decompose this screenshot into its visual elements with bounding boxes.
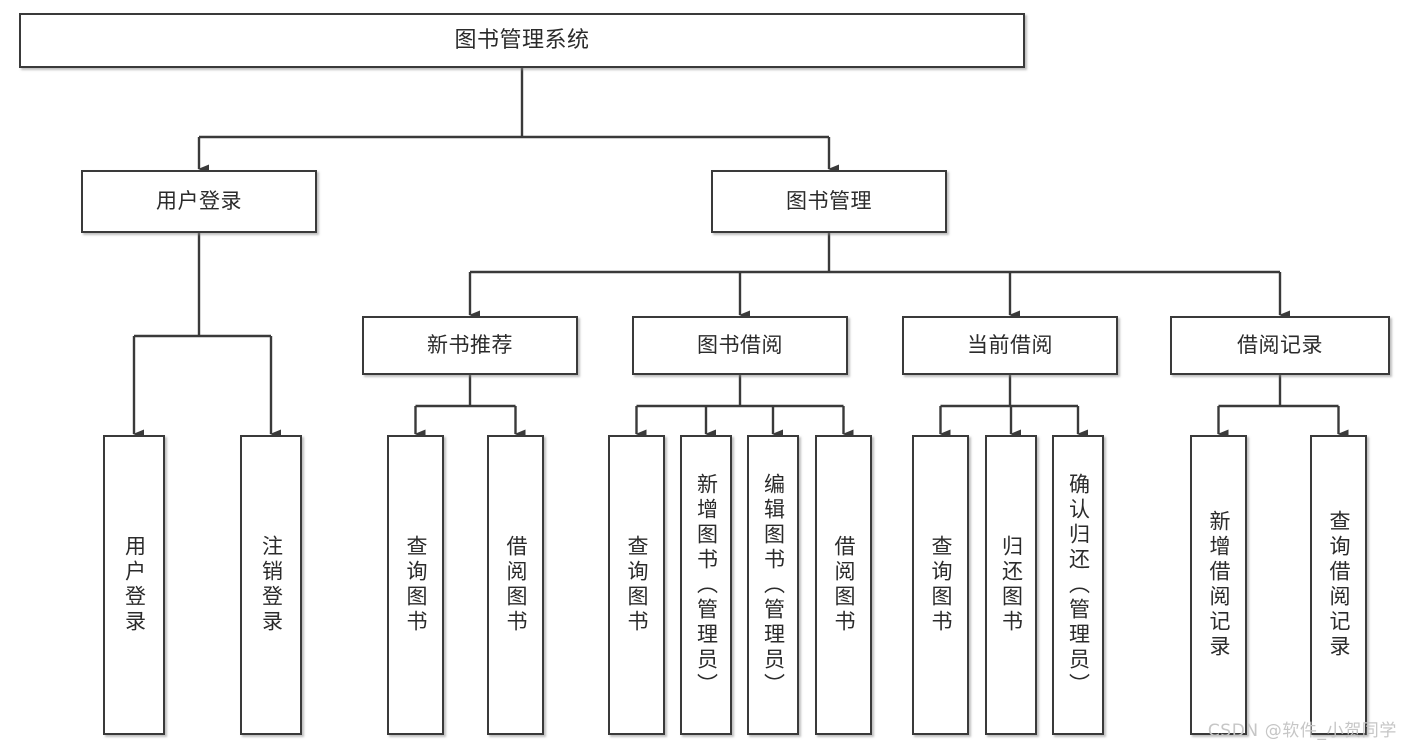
node-label: 新增借阅记录	[1207, 510, 1231, 660]
node-leaf_a1[interactable]: 注销登录	[240, 435, 302, 735]
node-l1_1[interactable]: 图书管理	[711, 170, 947, 233]
node-label: 用户登录	[156, 189, 242, 214]
node-l1_0[interactable]: 用户登录	[81, 170, 317, 233]
node-leaf_c3[interactable]: 借阅图书	[815, 435, 872, 735]
node-label: 确认归还（管理员）	[1066, 472, 1091, 698]
node-label: 借阅图书	[504, 535, 528, 635]
node-leaf_e0[interactable]: 新增借阅记录	[1190, 435, 1247, 735]
node-label: 图书管理	[786, 189, 872, 214]
node-leaf_c1[interactable]: 新增图书（管理员）	[680, 435, 732, 735]
node-l2_1[interactable]: 图书借阅	[632, 316, 848, 375]
node-leaf_c2[interactable]: 编辑图书（管理员）	[747, 435, 799, 735]
node-l2_3[interactable]: 借阅记录	[1170, 316, 1390, 375]
node-label: 借阅图书	[832, 535, 856, 635]
node-label: 图书借阅	[697, 333, 783, 358]
node-label: 新书推荐	[427, 333, 513, 358]
node-leaf_c0[interactable]: 查询图书	[608, 435, 665, 735]
node-label: 编辑图书（管理员）	[761, 472, 786, 698]
node-leaf_d0[interactable]: 查询图书	[912, 435, 969, 735]
node-l2_2[interactable]: 当前借阅	[902, 316, 1118, 375]
node-label: 注销登录	[259, 535, 284, 635]
node-leaf_b1[interactable]: 借阅图书	[487, 435, 544, 735]
node-leaf_a0[interactable]: 用户登录	[103, 435, 165, 735]
node-label: 借阅记录	[1237, 333, 1323, 358]
edge-group	[132, 68, 1349, 439]
node-label: 查询图书	[625, 535, 649, 635]
node-label: 查询图书	[929, 535, 953, 635]
node-label: 当前借阅	[967, 333, 1053, 358]
node-label: 查询图书	[404, 535, 428, 635]
node-label: 用户登录	[122, 535, 147, 635]
node-label: 图书管理系统	[454, 27, 590, 53]
node-leaf_e1[interactable]: 查询借阅记录	[1310, 435, 1367, 735]
node-label: 查询借阅记录	[1327, 510, 1351, 660]
node-leaf_d2[interactable]: 确认归还（管理员）	[1052, 435, 1104, 735]
node-l2_0[interactable]: 新书推荐	[362, 316, 578, 375]
node-leaf_b0[interactable]: 查询图书	[387, 435, 444, 735]
node-leaf_d1[interactable]: 归还图书	[985, 435, 1037, 735]
node-label: 新增图书（管理员）	[694, 472, 719, 698]
node-label: 归还图书	[999, 535, 1024, 635]
node-root[interactable]: 图书管理系统	[19, 13, 1025, 68]
